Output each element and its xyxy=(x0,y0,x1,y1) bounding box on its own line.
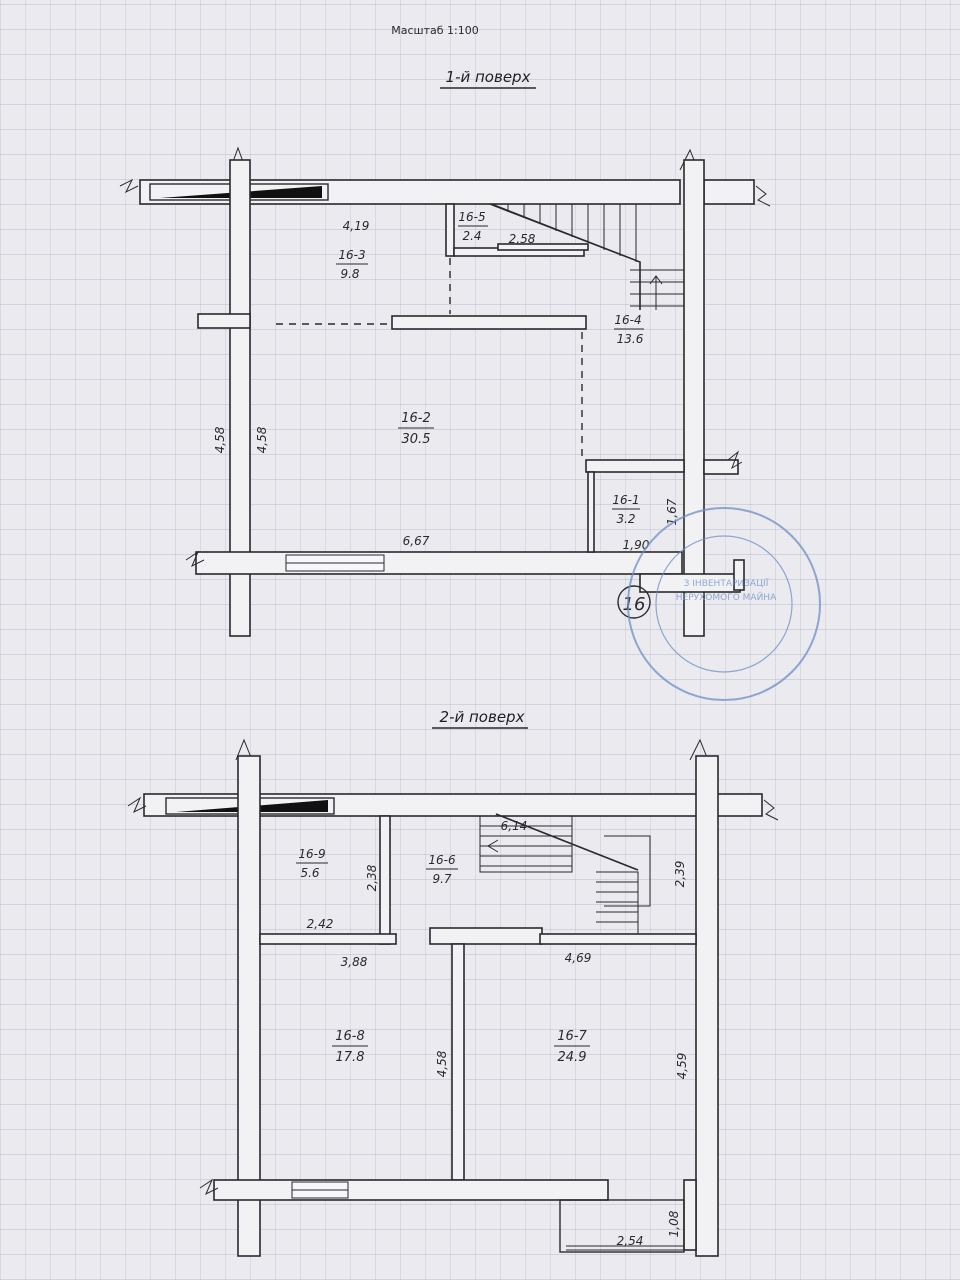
floor1-title: 1-й поверх xyxy=(446,68,531,86)
room-area: 9.7 xyxy=(432,872,451,886)
floor2-walls xyxy=(127,738,779,1257)
room-area: 5.6 xyxy=(300,866,319,880)
room-id: 16-7 xyxy=(557,1029,587,1044)
floor2-dimensions: 6,14 2,42 3,88 4,69 2,54 2,38 2,39 4,58 … xyxy=(307,819,689,1248)
room-area: 9.8 xyxy=(340,267,359,281)
dimension-label: 2,38 xyxy=(365,864,379,891)
floor1-walls xyxy=(119,146,771,637)
room-id: 16-1 xyxy=(612,493,639,507)
room-area: 30.5 xyxy=(402,432,431,447)
dimension-label: 4,69 xyxy=(565,951,592,965)
dimension-label: 1,67 xyxy=(665,498,679,525)
room-id: 16-8 xyxy=(335,1029,365,1044)
room-id: 16-5 xyxy=(458,210,485,224)
dimension-label: 2,58 xyxy=(509,232,536,246)
room-id: 16-6 xyxy=(428,853,456,867)
floor2-title: 2-й поверх xyxy=(440,708,525,726)
room-area: 24.9 xyxy=(558,1050,587,1065)
dimension-label: 3,88 xyxy=(341,955,368,969)
dimension-label: 2,54 xyxy=(617,1234,644,1248)
dimension-label: 6,14 xyxy=(501,819,528,833)
room-id: 16-3 xyxy=(338,248,365,262)
dimension-label: 4,58 xyxy=(255,426,269,453)
svg-text:З ІНВЕНТАРИЗАЦІЇ: З ІНВЕНТАРИЗАЦІЇ xyxy=(684,578,769,589)
dimension-label: 4,19 xyxy=(343,219,370,233)
dimension-label: 4,58 xyxy=(213,426,227,453)
room-area: 17.8 xyxy=(336,1050,365,1065)
room-id: 16-4 xyxy=(614,313,641,327)
room-id: 16-2 xyxy=(401,411,431,426)
svg-text:16: 16 xyxy=(623,594,646,615)
dimension-label: 2,42 xyxy=(307,917,334,931)
floor1-staircase xyxy=(489,203,684,310)
room-area: 3.2 xyxy=(616,512,635,526)
floor1-room-labels: 16-3 9.8 16-5 2.4 16-4 13.6 16-2 30.5 16… xyxy=(336,210,644,526)
scale-label: Масштаб 1:100 xyxy=(391,24,478,37)
dimension-label: 1,08 xyxy=(667,1210,681,1237)
section-mark: 16 xyxy=(617,585,651,619)
dimension-label: 6,67 xyxy=(403,534,430,548)
dimension-label: 4,58 xyxy=(435,1050,449,1077)
dimension-label: 4,59 xyxy=(675,1053,689,1080)
svg-text:НЕРУХОМОГО МАЙНА: НЕРУХОМОГО МАЙНА xyxy=(676,591,777,603)
room-area: 13.6 xyxy=(617,332,644,346)
floor1-dimensions: 4,19 2,58 6,67 1,90 4,58 4,58 1,67 xyxy=(213,219,679,552)
stamp-seal: З ІНВЕНТАРИЗАЦІЇ НЕРУХОМОГО МАЙНА xyxy=(627,507,821,701)
room-id: 16-9 xyxy=(298,847,325,861)
floor2-staircase xyxy=(479,813,651,935)
floor2-room-labels: 16-9 5.6 16-6 9.7 16-8 17.8 16-7 24.9 xyxy=(296,847,590,1065)
dimension-label: 1,90 xyxy=(623,538,650,552)
dimension-label: 2,39 xyxy=(673,861,687,888)
room-area: 2.4 xyxy=(462,229,481,243)
